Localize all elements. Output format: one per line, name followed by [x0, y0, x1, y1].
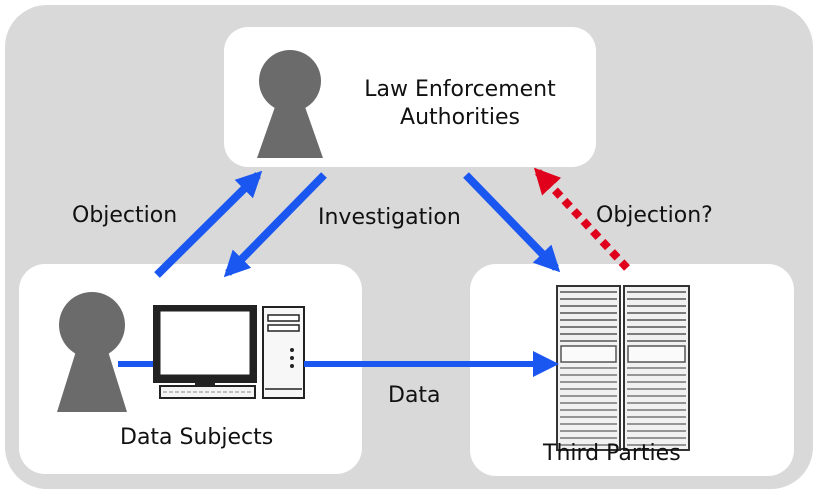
authorities-box: [224, 27, 596, 167]
authorities-title-line2: Authorities: [400, 104, 520, 130]
objection-question-arrow: [533, 167, 630, 271]
person-icon: [257, 50, 323, 158]
objection-question-label: Objection?: [596, 203, 713, 228]
data-subjects-label: Data Subjects: [120, 425, 274, 450]
investigation-label: Investigation: [318, 205, 461, 230]
server-rack-icon: [556, 285, 690, 451]
objection-arrow: [154, 170, 263, 278]
investigation-arrow-to-subjects: [223, 172, 327, 278]
investigation-arrow-to-third-parties: [463, 172, 561, 273]
third-parties-label: Third Parties: [543, 441, 681, 466]
computer-icon: [153, 305, 305, 399]
authorities-title: Law Enforcement Authorities: [340, 76, 580, 131]
objection-label: Objection: [72, 203, 178, 228]
data-label: Data: [388, 383, 441, 408]
authorities-title-line1: Law Enforcement: [364, 77, 556, 102]
person-icon: [57, 292, 127, 412]
